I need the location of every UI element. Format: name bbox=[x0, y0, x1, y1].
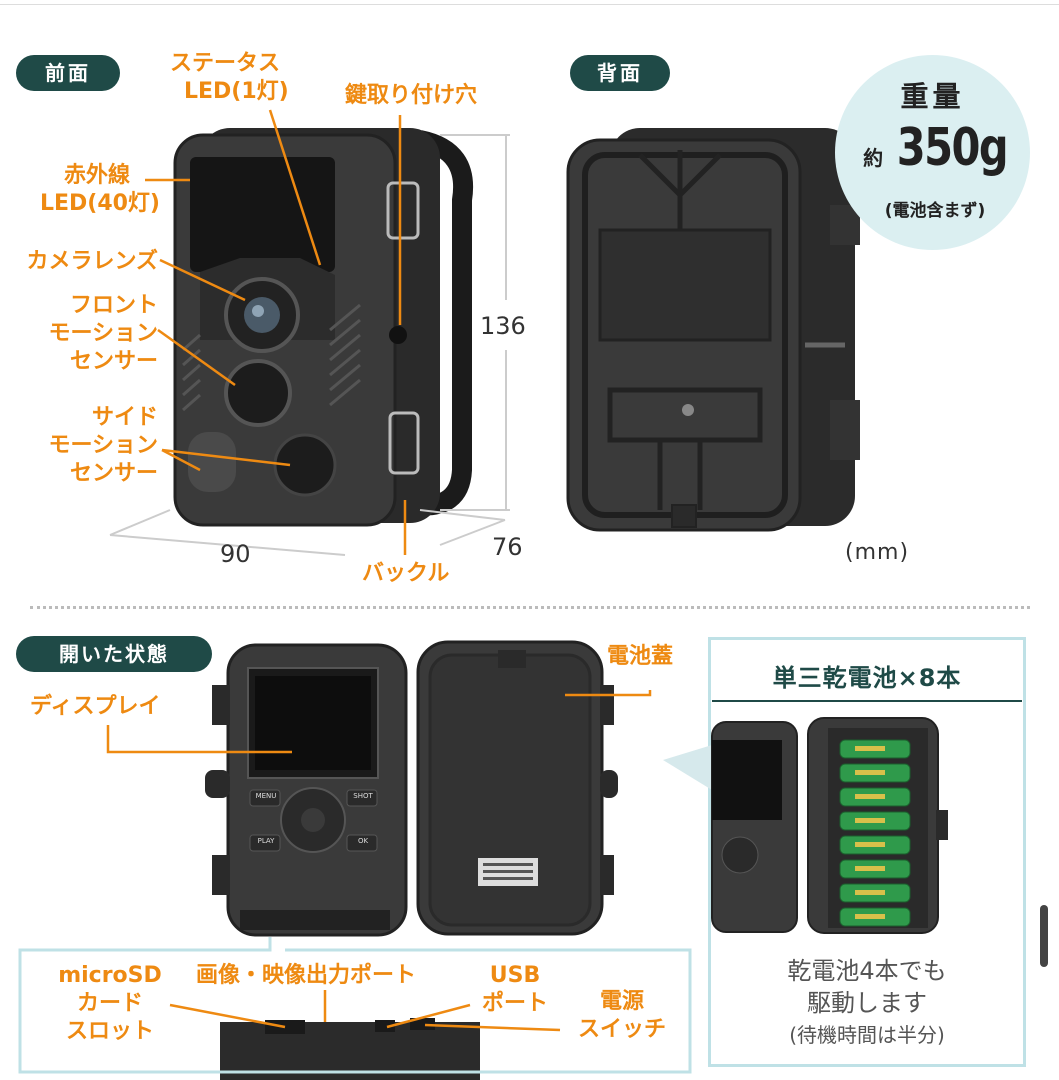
menu-button-label: MENU bbox=[255, 792, 277, 800]
microsd-slot-label: microSD カード スロット bbox=[50, 962, 170, 1046]
weight-value: 350g bbox=[896, 118, 1009, 178]
back-camera-illustration bbox=[566, 128, 860, 532]
microsd-label-line3: スロット bbox=[65, 1019, 154, 1044]
microsd-label-line1: microSD bbox=[58, 963, 162, 988]
battery-title-underline bbox=[712, 700, 1022, 702]
battery-note-line3: (待機時間は半分) bbox=[789, 1023, 945, 1047]
side-sensor-label-line1: サイド bbox=[91, 405, 158, 430]
battery-title: 単三乾電池×8本 bbox=[772, 664, 962, 692]
front-section-label: 前面 bbox=[16, 55, 120, 91]
keyhole-label: 鍵取り付け穴 bbox=[345, 83, 478, 108]
display-label: ディスプレイ bbox=[30, 694, 161, 719]
width-dimension: 90 bbox=[220, 540, 251, 568]
weight-prefix: 約 bbox=[863, 146, 884, 170]
weight-note: (電池含まず) bbox=[884, 201, 986, 221]
ir-led-label-line1: 赤外線 bbox=[63, 163, 130, 188]
ok-button-label: OK bbox=[357, 837, 369, 845]
battery-note-line1: 乾電池4本でも bbox=[787, 957, 947, 985]
front-sensor-label-line2: モーション bbox=[48, 321, 158, 346]
top-divider bbox=[0, 4, 1059, 5]
side-sensor-label: サイド モーション センサー bbox=[0, 404, 158, 488]
front-sensor-label-line3: センサー bbox=[69, 349, 158, 374]
front-sensor-label-line1: フロント bbox=[69, 293, 158, 318]
usb-label-line2: ポート bbox=[481, 991, 548, 1016]
ir-led-label: 赤外線 LED(40灯) bbox=[30, 162, 160, 218]
usb-label-line1: USB bbox=[489, 963, 541, 988]
power-switch-label: 電源 スイッチ bbox=[562, 988, 682, 1044]
status-led-label-line2: LED(1灯) bbox=[184, 79, 289, 104]
battery-cover-label: 電池蓋 bbox=[607, 644, 674, 669]
play-button-label: PLAY bbox=[257, 837, 275, 845]
usb-port-label: USB ポート bbox=[470, 962, 560, 1018]
side-sensor-label-line2: モーション bbox=[48, 433, 158, 458]
ir-led-label-line2: LED(40灯) bbox=[39, 191, 160, 216]
side-sensor-label-line3: センサー bbox=[69, 461, 158, 486]
status-led-label-line1: ステータス bbox=[170, 51, 281, 76]
section-divider bbox=[30, 606, 1030, 609]
av-output-label: 画像・映像出力ポート bbox=[196, 963, 417, 988]
open-camera-illustration bbox=[18, 640, 692, 1080]
battery-note-line2: 駆動します bbox=[807, 989, 927, 1017]
scrollbar-thumb[interactable] bbox=[1040, 905, 1048, 967]
front-camera-illustration bbox=[109, 109, 510, 556]
microsd-label-line2: カード bbox=[76, 991, 143, 1016]
unit-label: (mm) bbox=[845, 540, 910, 565]
battery-info-box bbox=[708, 637, 1026, 1067]
weight-label: 重量 bbox=[900, 80, 965, 113]
camera-lens-label: カメラレンズ bbox=[26, 249, 158, 274]
weight-value-row: 約 350g bbox=[862, 118, 1022, 178]
power-label-line1: 電源 bbox=[599, 989, 644, 1014]
front-sensor-label: フロント モーション センサー bbox=[0, 292, 158, 376]
status-led-label: ステータス LED(1灯) bbox=[170, 50, 310, 106]
power-label-line2: スイッチ bbox=[577, 1017, 666, 1042]
back-section-label: 背面 bbox=[570, 55, 670, 91]
depth-dimension: 76 bbox=[492, 533, 523, 561]
battery-note: 乾電池4本でも 駆動します (待機時間は半分) bbox=[712, 955, 1022, 1051]
buckle-label: バックル bbox=[362, 561, 450, 586]
open-section-label: 開いた状態 bbox=[16, 636, 212, 672]
height-dimension: 136 bbox=[480, 312, 526, 340]
shot-button-label: SHOT bbox=[353, 792, 373, 800]
weight-badge bbox=[835, 55, 1030, 250]
